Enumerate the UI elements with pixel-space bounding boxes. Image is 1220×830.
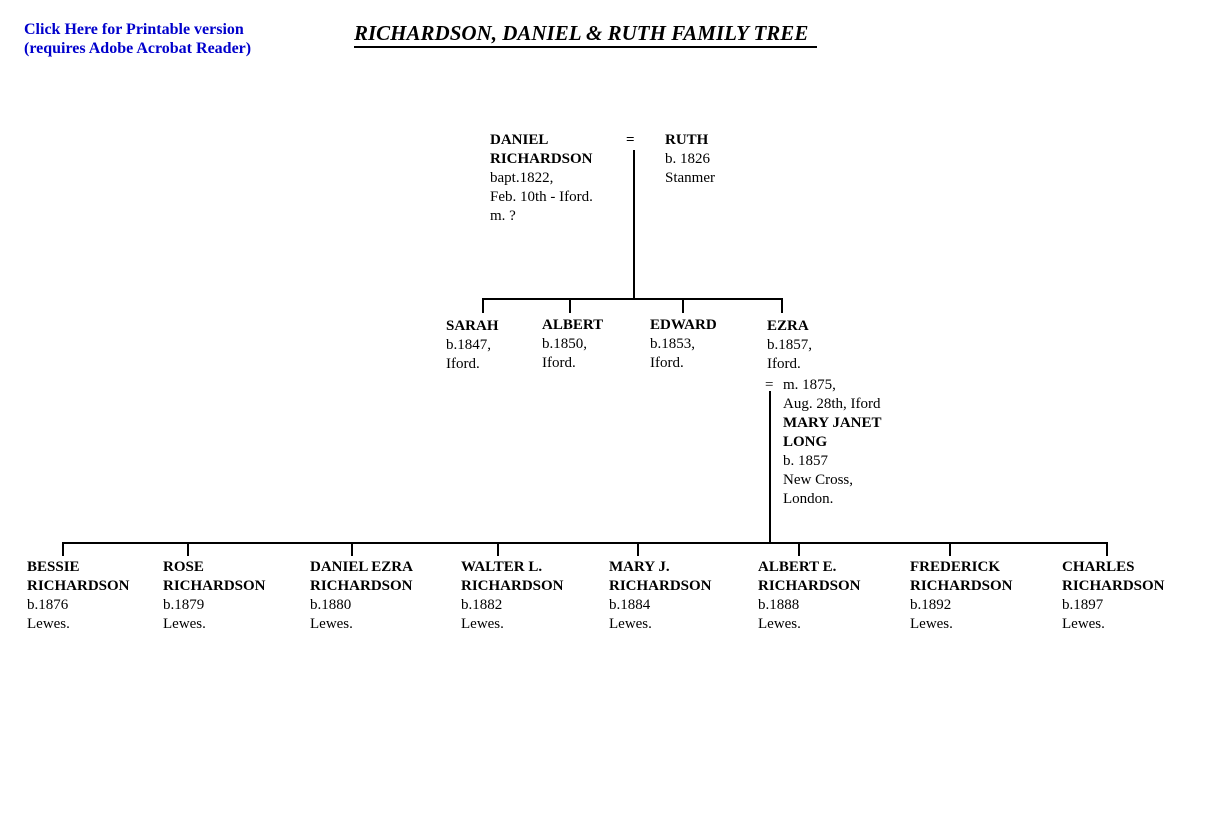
- marriage-place: Aug. 28th, Iford: [783, 396, 881, 412]
- marriage-date: m. 1875,: [783, 377, 836, 393]
- marriage-line: = m. 1875,: [765, 376, 882, 395]
- person-name: EZRA: [767, 318, 809, 334]
- person-name: ALBERT: [542, 317, 604, 333]
- connector-tick-albert: [569, 300, 571, 313]
- connector-gen3-sibling-line: [62, 542, 1108, 544]
- connector-tick-albert-e: [798, 544, 800, 556]
- connector-tick-edward: [682, 300, 684, 313]
- connector-gen2-sibling-line: [482, 298, 783, 300]
- person-details: b.1857,Iford.: [767, 337, 812, 372]
- connector-tick-mary-j: [637, 544, 639, 556]
- person-details: b.1847,Iford.: [446, 337, 491, 372]
- connector-parents-descent-line: [633, 150, 635, 300]
- connector-tick-walter: [497, 544, 499, 556]
- connector-tick-bessie: [62, 544, 64, 556]
- connector-tick-daniel-ezra: [351, 544, 353, 556]
- person-albert: ALBERT b.1850,Iford.: [542, 316, 603, 373]
- person-name: WALTER L.RICHARDSON: [461, 559, 564, 594]
- connector-tick-rose: [187, 544, 189, 556]
- person-details: b.1850,Iford.: [542, 336, 587, 371]
- printable-version-link[interactable]: Click Here for Printable version(require…: [24, 21, 252, 57]
- connector-tick-charles: [1106, 544, 1108, 556]
- person-ezra: EZRA b.1857,Iford.: [767, 317, 812, 374]
- marriage-equals-symbol: =: [626, 132, 635, 148]
- person-name: EDWARD: [650, 317, 717, 333]
- person-details: b.1853,Iford.: [650, 336, 695, 371]
- connector-ezra-descent-line: [769, 391, 771, 544]
- person-sarah: SARAH b.1847,Iford.: [446, 317, 499, 374]
- person-name: RUTH: [665, 132, 709, 148]
- marriage-equals-symbol: =: [765, 377, 774, 393]
- connector-tick-sarah: [482, 300, 484, 313]
- connector-tick-ezra: [781, 300, 783, 313]
- page-title-text: RICHARDSON, DANIEL & RUTH FAMILY TREE: [354, 21, 818, 48]
- person-name: MARY J.RICHARDSON: [609, 559, 712, 594]
- person-details: bapt.1822,Feb. 10th - Iford.m. ?: [490, 170, 593, 224]
- person-name: SARAH: [446, 318, 499, 334]
- person-name: ALBERT E.RICHARDSON: [758, 559, 861, 594]
- connector-tick-frederick: [949, 544, 951, 556]
- person-edward: EDWARD b.1853,Iford.: [650, 316, 717, 373]
- page-title: RICHARDSON, DANIEL & RUTH FAMILY TREE: [354, 21, 818, 48]
